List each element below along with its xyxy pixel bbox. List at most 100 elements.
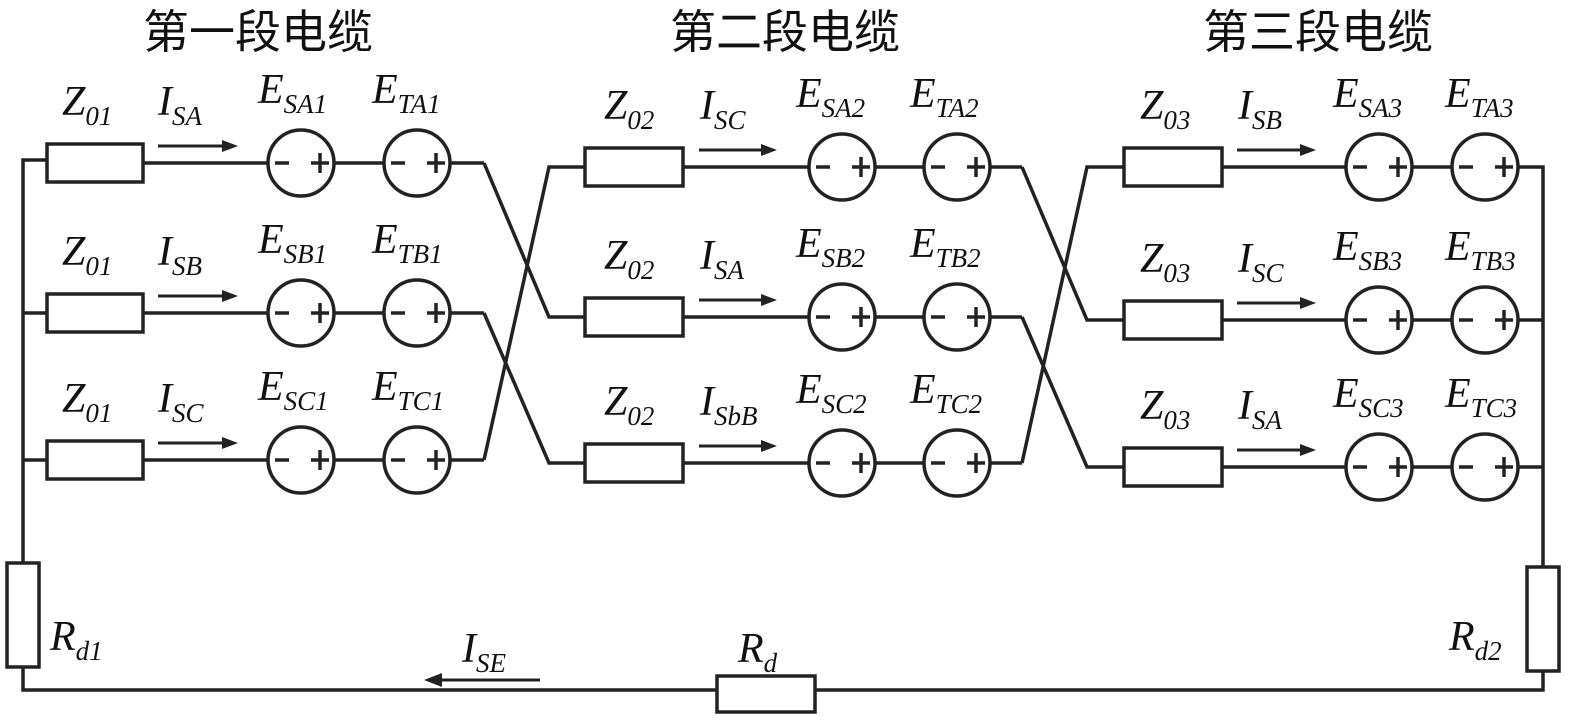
polarity-mark	[931, 453, 985, 473]
label-es-1-3: ESC1	[257, 364, 329, 416]
label-z-3-3: Z03	[1140, 383, 1190, 435]
label-rd: Rd	[737, 626, 778, 678]
polarity-mark	[1353, 457, 1407, 477]
section-1	[45, 128, 484, 495]
label-z-1-1: Z01	[62, 79, 112, 131]
current-arrow-3-1	[1237, 144, 1316, 156]
polarity-mark	[1353, 310, 1407, 330]
label-et-3-1: ETA3	[1444, 71, 1514, 123]
label-rd2: Rd2	[1448, 614, 1502, 666]
resistor-z01-c	[45, 439, 145, 481]
source-esa3	[1344, 132, 1414, 202]
label-i-1-1: ISA	[157, 79, 203, 131]
label-es-1-1: ESA1	[257, 67, 327, 119]
resistor-z03-b	[1122, 299, 1224, 341]
polarity-mark	[391, 450, 445, 470]
left-bus	[5, 158, 717, 692]
source-etc3	[1450, 432, 1520, 502]
label-es-2-3: ESC2	[795, 367, 867, 419]
polarity-mark	[1353, 157, 1407, 177]
label-rd1: Rd1	[49, 614, 103, 666]
source-esb2	[807, 282, 877, 352]
polarity-mark	[1459, 457, 1513, 477]
polarity-mark	[931, 157, 985, 177]
label-es-3-1: ESA3	[1332, 71, 1402, 123]
transposition-2	[1020, 165, 1124, 469]
resistor-z03-c	[1122, 446, 1224, 488]
label-et-1-2: ETB1	[371, 217, 443, 269]
label-et-2-2: ETB2	[909, 221, 981, 273]
source-eta3	[1450, 132, 1520, 202]
resistor-rd2	[1525, 565, 1561, 673]
section-title-3: 第三段电缆	[1203, 5, 1433, 59]
polarity-mark	[816, 157, 870, 177]
current-arrow-1-3	[158, 437, 238, 449]
polarity-mark	[391, 153, 445, 173]
source-esc3	[1344, 432, 1414, 502]
source-esc2	[807, 428, 877, 498]
resistor-z03-a	[1122, 146, 1224, 188]
source-etb3	[1450, 285, 1520, 355]
resistor-rd	[715, 674, 817, 714]
current-arrow-2-2	[699, 294, 777, 306]
ise-arrow	[424, 673, 540, 687]
label-i-1-3: ISC	[157, 376, 205, 428]
source-esc1	[266, 425, 336, 495]
label-i-1-2: ISB	[157, 229, 202, 281]
source-esa2	[807, 132, 877, 202]
polarity-mark	[1459, 157, 1513, 177]
resistor-rd1	[5, 561, 41, 669]
resistor-z02-c	[583, 442, 685, 484]
polarity-mark	[816, 307, 870, 327]
label-i-2-3: ISbB	[699, 379, 758, 431]
label-z-2-3: Z02	[604, 379, 654, 431]
current-arrow-2-3	[699, 440, 777, 452]
section-2	[583, 132, 1022, 498]
polarity-mark	[816, 453, 870, 473]
label-z-2-2: Z02	[604, 233, 654, 285]
current-arrow-2-1	[699, 144, 777, 156]
right-bus	[815, 165, 1561, 692]
source-polarity-marks	[275, 153, 1513, 477]
polarity-mark	[1459, 310, 1513, 330]
label-es-2-1: ESA2	[795, 71, 865, 123]
label-z-1-3: Z01	[62, 376, 112, 428]
section-title-1: 第一段电缆	[143, 5, 373, 59]
resistor-z01-b	[45, 292, 145, 334]
label-i-3-3: ISA	[1237, 383, 1283, 435]
resistor-z01-a	[45, 142, 145, 184]
current-arrow-3-2	[1237, 297, 1316, 309]
label-z-3-2: Z03	[1140, 236, 1190, 288]
label-z-2-1: Z02	[604, 83, 654, 135]
label-es-3-3: ESC3	[1332, 371, 1404, 423]
label-et-3-2: ETB3	[1444, 224, 1516, 276]
label-i-3-1: ISB	[1237, 83, 1282, 135]
label-es-1-2: ESB1	[257, 217, 327, 269]
polarity-mark	[275, 450, 329, 470]
polarity-mark	[275, 303, 329, 323]
polarity-mark	[391, 303, 445, 323]
resistor-z02-b	[583, 296, 685, 338]
label-i-2-2: ISA	[699, 233, 745, 285]
source-esa1	[266, 128, 336, 198]
label-ise: ISE	[461, 626, 507, 678]
polarity-mark	[275, 153, 329, 173]
current-arrow-1-1	[158, 140, 238, 152]
label-i-3-2: ISC	[1237, 236, 1285, 288]
section-title-2: 第二段电缆	[670, 5, 900, 59]
current-arrows	[158, 140, 1316, 456]
current-arrow-3-3	[1237, 444, 1316, 456]
label-et-2-1: ETA2	[909, 71, 979, 123]
label-z-3-1: Z03	[1140, 83, 1190, 135]
label-et-2-3: ETC2	[909, 367, 982, 419]
resistor-z02-a	[583, 146, 685, 188]
label-i-2-1: ISC	[699, 83, 747, 135]
label-et-1-3: ETC1	[371, 364, 444, 416]
current-arrow-1-2	[158, 290, 238, 302]
label-z-1-2: Z01	[62, 229, 112, 281]
label-es-2-2: ESB2	[795, 221, 865, 273]
transposition-1	[482, 162, 585, 465]
